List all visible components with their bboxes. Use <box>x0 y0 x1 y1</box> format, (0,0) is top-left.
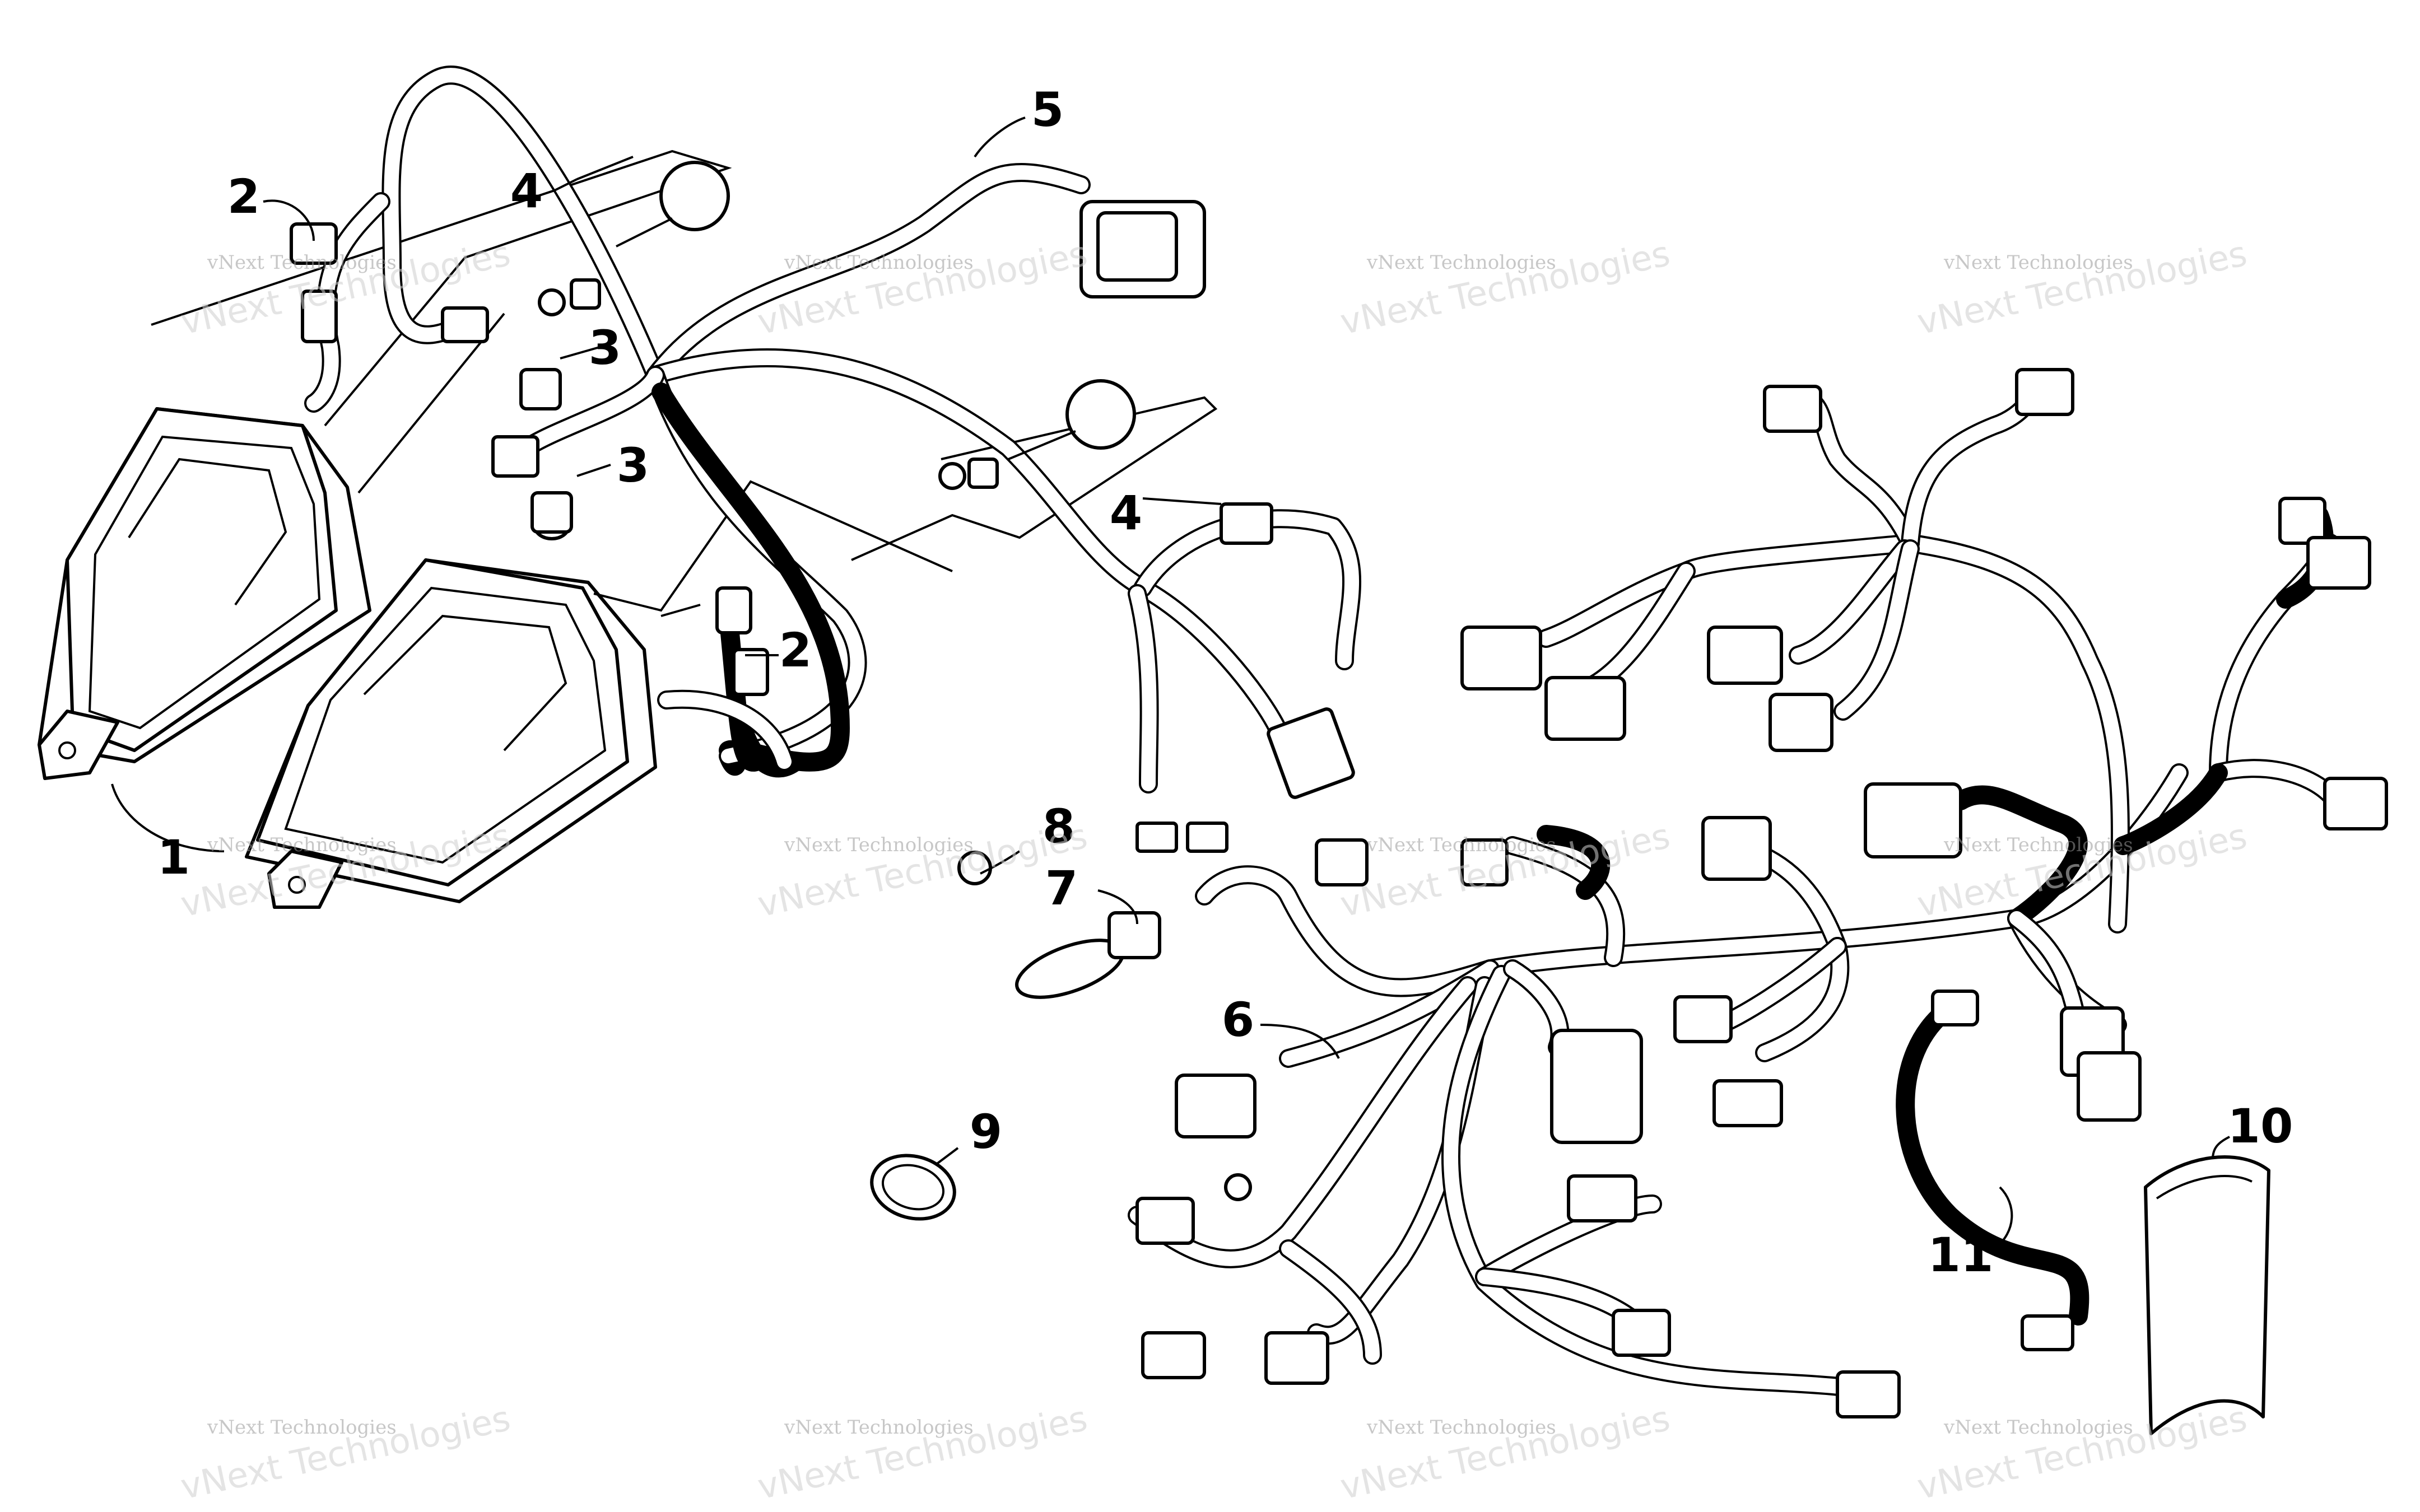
headlight-right <box>245 558 657 909</box>
part-11-cable <box>1896 990 2089 1351</box>
callout-3a-label: 3 <box>589 320 621 375</box>
reference-lines <box>151 150 1218 617</box>
part-10-sleeve <box>2144 1155 2270 1435</box>
callout-5-label: 5 <box>1031 82 1064 137</box>
harness-upper-right <box>1460 368 2388 934</box>
callout-1-label: 1 <box>157 830 190 885</box>
callout-6-label: 6 <box>1222 992 1254 1047</box>
part-9-strap <box>870 1154 956 1221</box>
watermark-text: vNext Technologies <box>1943 1416 2133 1439</box>
callout-4b-label: 4 <box>1110 486 1142 540</box>
watermark-text: vNext Technologies <box>207 251 397 274</box>
callout-3b-label: 3 <box>617 438 649 493</box>
callout-10-label: 10 <box>2228 1099 2293 1154</box>
watermark-text: vNext Technologies <box>1943 251 2133 274</box>
bulbs-and-adjusters <box>290 161 1136 634</box>
watermark-text: vNext Technologies <box>784 834 974 856</box>
watermark-text: vNext Technologies <box>1337 815 1673 925</box>
harness-5 <box>301 66 1362 853</box>
leader-lines <box>111 116 2230 1250</box>
part-7-bulb <box>1015 911 1161 999</box>
watermark-text: vNext Technologies <box>754 1398 1091 1508</box>
callout-2a-label: 2 <box>227 169 260 224</box>
callout-9-label: 9 <box>970 1104 1002 1159</box>
watermark-text: vNext Technologies <box>784 1416 974 1439</box>
watermark-text: vNext Technologies <box>207 834 397 856</box>
watermark-text: vNext Technologies <box>784 251 974 274</box>
watermark-text: vNext Technologies <box>1366 1416 1556 1439</box>
callout-8-label: 8 <box>1043 799 1075 854</box>
watermark-text: vNext Technologies <box>1366 251 1556 274</box>
callout-4a-label: 4 <box>510 164 543 218</box>
watermark-text: vNext Technologies <box>177 1398 514 1508</box>
watermark-text: vNext Technologies <box>1337 1398 1673 1508</box>
watermark-text: vNext Technologies <box>1914 233 2250 343</box>
watermark-text: vNext Technologies <box>1337 233 1673 343</box>
watermark-text: vNext Technologies <box>1914 1398 2250 1508</box>
watermark-text: vNext Technologies <box>754 815 1091 925</box>
callout-7-label: 7 <box>1045 861 1078 916</box>
watermark-text: vNext Technologies <box>207 1416 397 1439</box>
watermark-text: vNext Technologies <box>1366 834 1556 856</box>
callout-2b-label: 2 <box>779 623 812 678</box>
watermark-text: vNext Technologies <box>1943 834 2133 856</box>
headlight-left <box>38 407 371 780</box>
callout-11-label: 11 <box>1928 1228 1994 1282</box>
